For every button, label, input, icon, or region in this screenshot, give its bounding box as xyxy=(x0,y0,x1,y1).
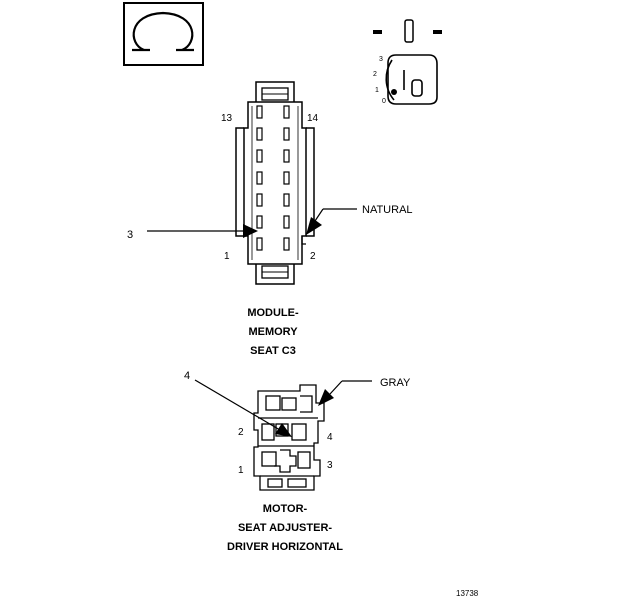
pin-label-13: 13 xyxy=(221,113,233,124)
caption-line-2: MEMORY xyxy=(248,326,298,338)
motor-pin-label-2: 2 xyxy=(238,427,244,438)
key-position-2: 2 xyxy=(373,71,377,78)
pin-label-14: 14 xyxy=(307,113,319,124)
caption-line-1: MODULE- xyxy=(247,307,299,319)
gray-callout-arrow xyxy=(318,380,372,406)
figure-id: 13738 xyxy=(456,589,479,598)
callout-arrow-4 xyxy=(194,379,292,437)
motor-caption-line-2: SEAT ADJUSTER- xyxy=(238,522,332,534)
pin-label-2: 2 xyxy=(310,251,316,262)
pin-label-1: 1 xyxy=(224,251,230,262)
motor-pin-label-3: 3 xyxy=(327,460,333,471)
key-position-1: 1 xyxy=(375,87,379,94)
callout-arrow-3 xyxy=(147,224,258,238)
motor-caption-line-1: MOTOR- xyxy=(263,503,308,515)
motor-pin-label-1: 1 xyxy=(238,465,244,476)
motor-pin-label-4: 4 xyxy=(327,432,333,443)
motor-caption-line-3: DRIVER HORIZONTAL xyxy=(227,541,343,553)
module-memory-seat-connector xyxy=(235,81,315,285)
key-position-0: 0 xyxy=(382,98,386,105)
callout-number-3: 3 xyxy=(127,229,133,241)
natural-callout-arrow xyxy=(306,208,357,235)
callout-number-4: 4 xyxy=(184,370,190,382)
color-label-gray: GRAY xyxy=(380,377,411,389)
key-position-3: 3 xyxy=(379,56,383,63)
ohm-symbol-icon xyxy=(123,2,204,66)
caption-line-3: SEAT C3 xyxy=(250,345,296,357)
motor-seat-adjuster-connector xyxy=(253,384,325,491)
color-label-natural: NATURAL xyxy=(362,204,413,216)
ignition-key-icon xyxy=(373,19,442,105)
